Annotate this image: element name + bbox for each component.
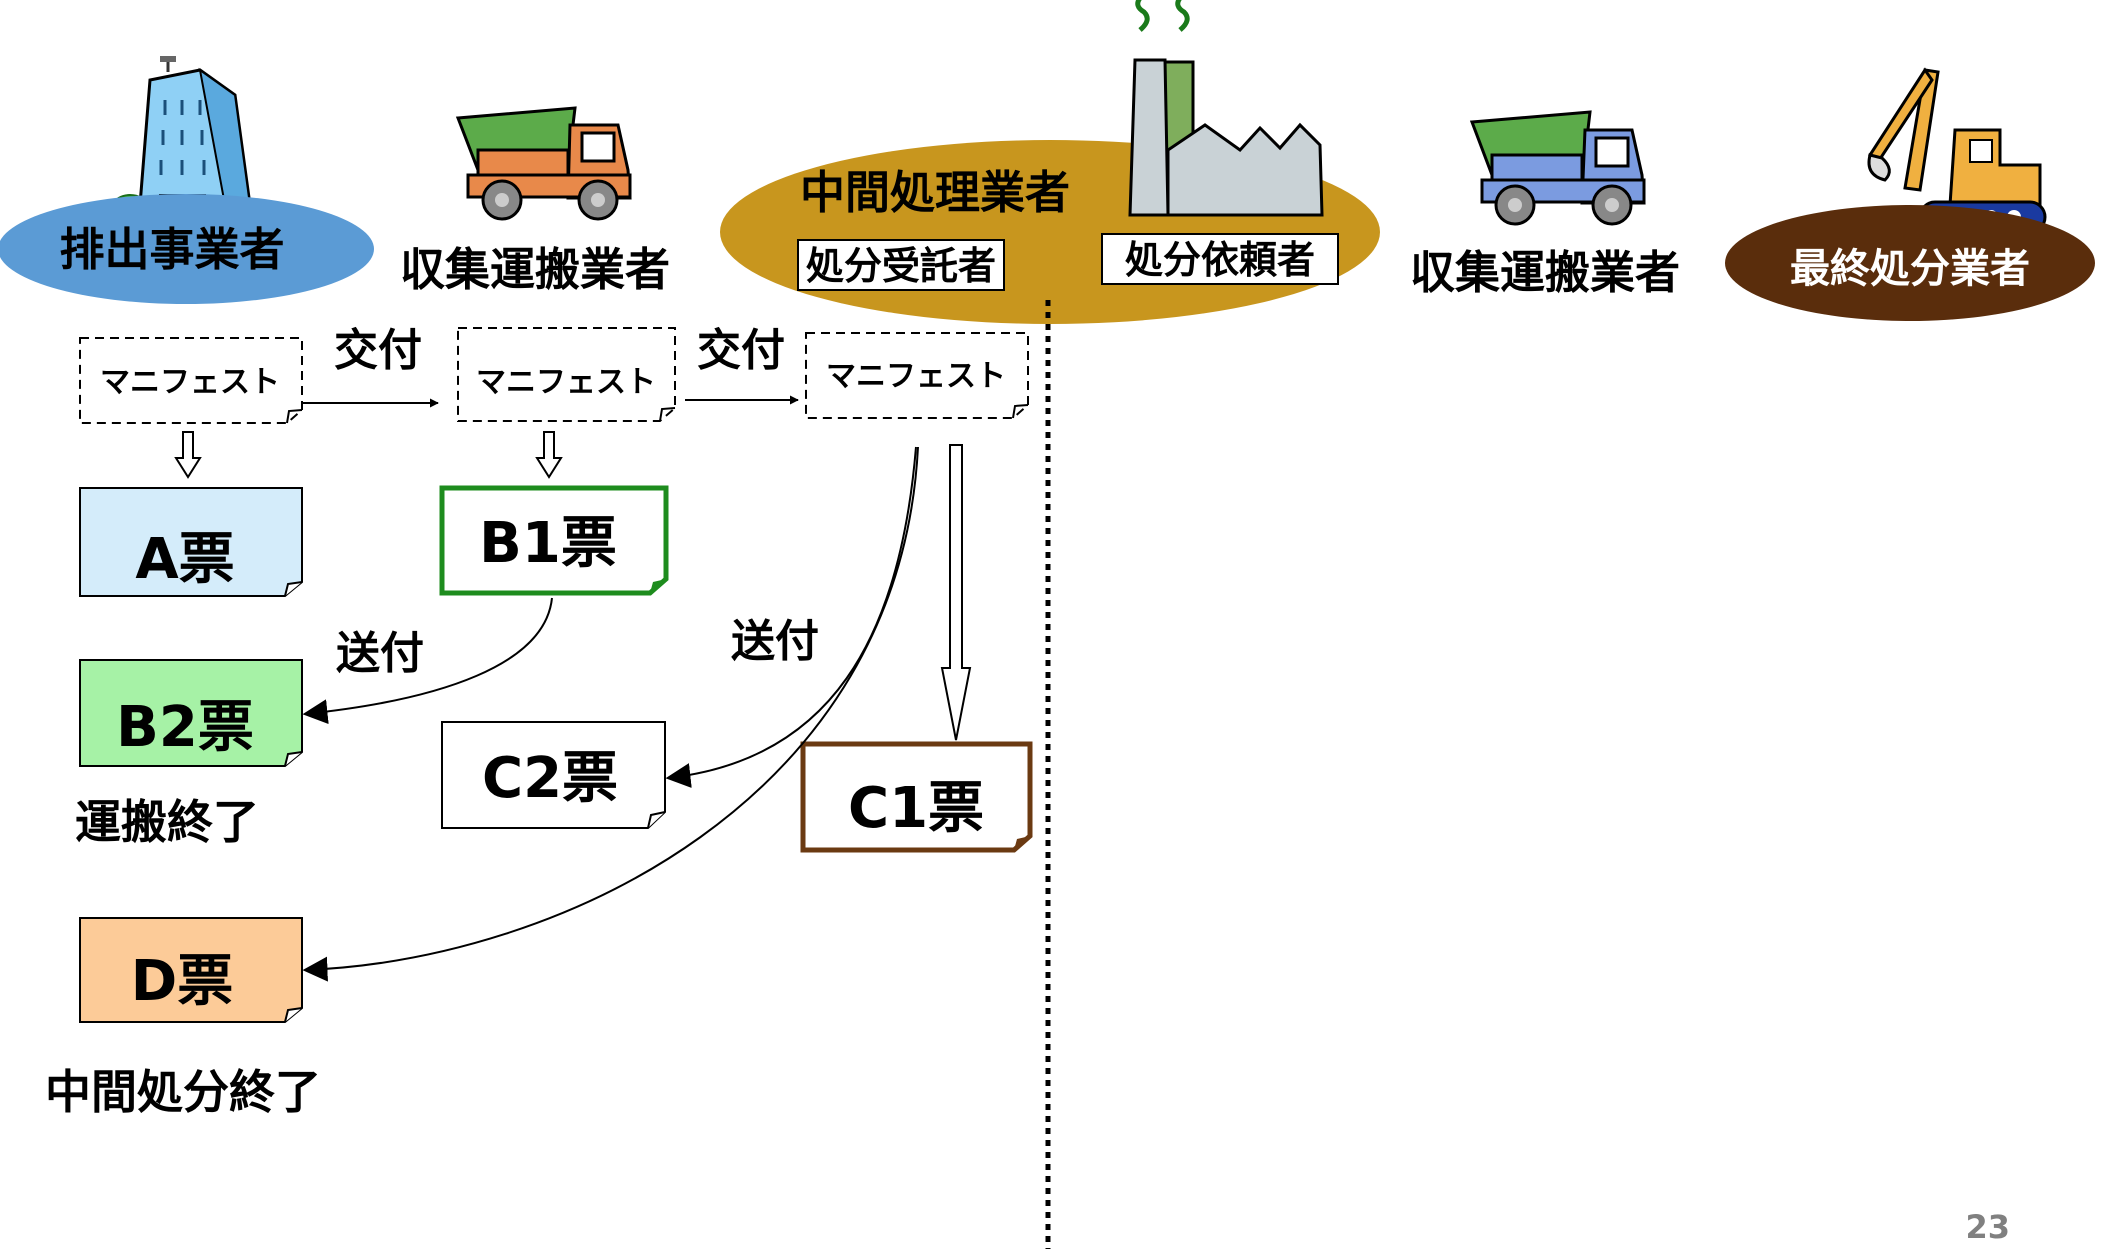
slip-b1: B1票 (439, 485, 669, 596)
slip-d-label: D票 (131, 949, 233, 1014)
send-arrow (302, 446, 919, 982)
collector2-label: 収集運搬業者 (1410, 246, 1680, 299)
dump-truck-icon (1469, 110, 1646, 226)
down-arrow-icon (940, 444, 972, 741)
slip-b2-label: B2票 (116, 695, 254, 760)
down-arrow-icon (174, 431, 202, 479)
slip-c2-label: C2票 (482, 746, 618, 811)
slip-c2: C2票 (441, 721, 666, 829)
final-oval (1725, 205, 2095, 321)
slip-a-label: A票 (135, 527, 234, 592)
slip-c1-label: C1票 (848, 776, 984, 841)
office-building-icon (113, 56, 252, 219)
send-label: 送付 (731, 616, 819, 667)
final-label: 最終処分業者 (1790, 246, 2030, 292)
requester-label: 処分依頼者 (1125, 238, 1315, 282)
send-arrow (665, 446, 917, 788)
factory-icon (1128, 0, 1324, 217)
slip-c1: C1票 (800, 741, 1033, 853)
manifest-label: マニフェスト (476, 365, 656, 400)
slip-b2: B2票 (79, 659, 303, 767)
intermediate-label: 中間処理業者 (800, 166, 1070, 219)
manifest-label: マニフェスト (100, 365, 280, 400)
generator-oval (0, 194, 374, 304)
send-arrow (302, 597, 553, 725)
slip-b1-label: B1票 (479, 511, 617, 576)
page-number: 23 (1965, 1208, 2010, 1246)
slip-a: A票 (79, 487, 303, 597)
send-label: 送付 (336, 628, 424, 679)
manifest-box-generator: マニフェスト (79, 337, 303, 424)
requester-tag: 処分依頼者 (1101, 233, 1339, 285)
generator-label: 排出事業者 (59, 223, 284, 276)
consignee-tag: 処分受託者 (797, 239, 1005, 291)
manifest-label: マニフェスト (826, 359, 1006, 394)
handover-label: 交付 (334, 325, 422, 376)
intermediate-done-label: 中間処分終了 (45, 1065, 321, 1119)
consignee-label: 処分受託者 (806, 244, 996, 288)
down-arrow-icon (535, 431, 563, 479)
transport-done-label: 運搬終了 (75, 795, 259, 849)
manifest-box-collector: マニフェスト (457, 327, 676, 422)
dump-truck-icon (455, 106, 632, 221)
manifest-box-intermediate: マニフェスト (805, 332, 1029, 419)
collector1-label: 収集運搬業者 (400, 243, 670, 296)
slip-d: D票 (79, 917, 303, 1023)
handover-label: 交付 (697, 325, 785, 376)
